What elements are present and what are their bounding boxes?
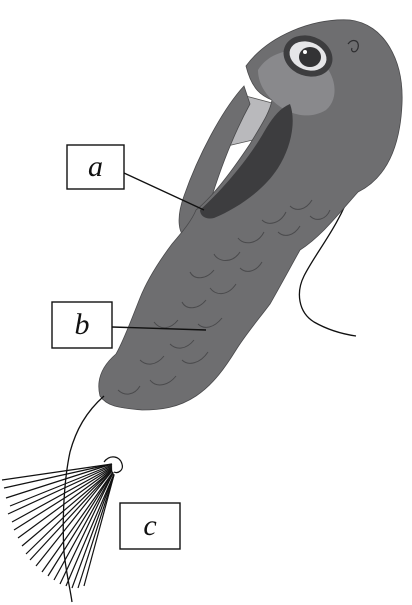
label-a-text: a — [88, 150, 103, 183]
beard-bristles — [2, 457, 122, 588]
label-b: b — [52, 302, 112, 348]
head-neck-body — [99, 20, 402, 410]
label-a: a — [67, 145, 124, 189]
label-c: c — [120, 503, 180, 549]
label-c-text: c — [143, 509, 156, 542]
label-b-text: b — [75, 308, 90, 341]
